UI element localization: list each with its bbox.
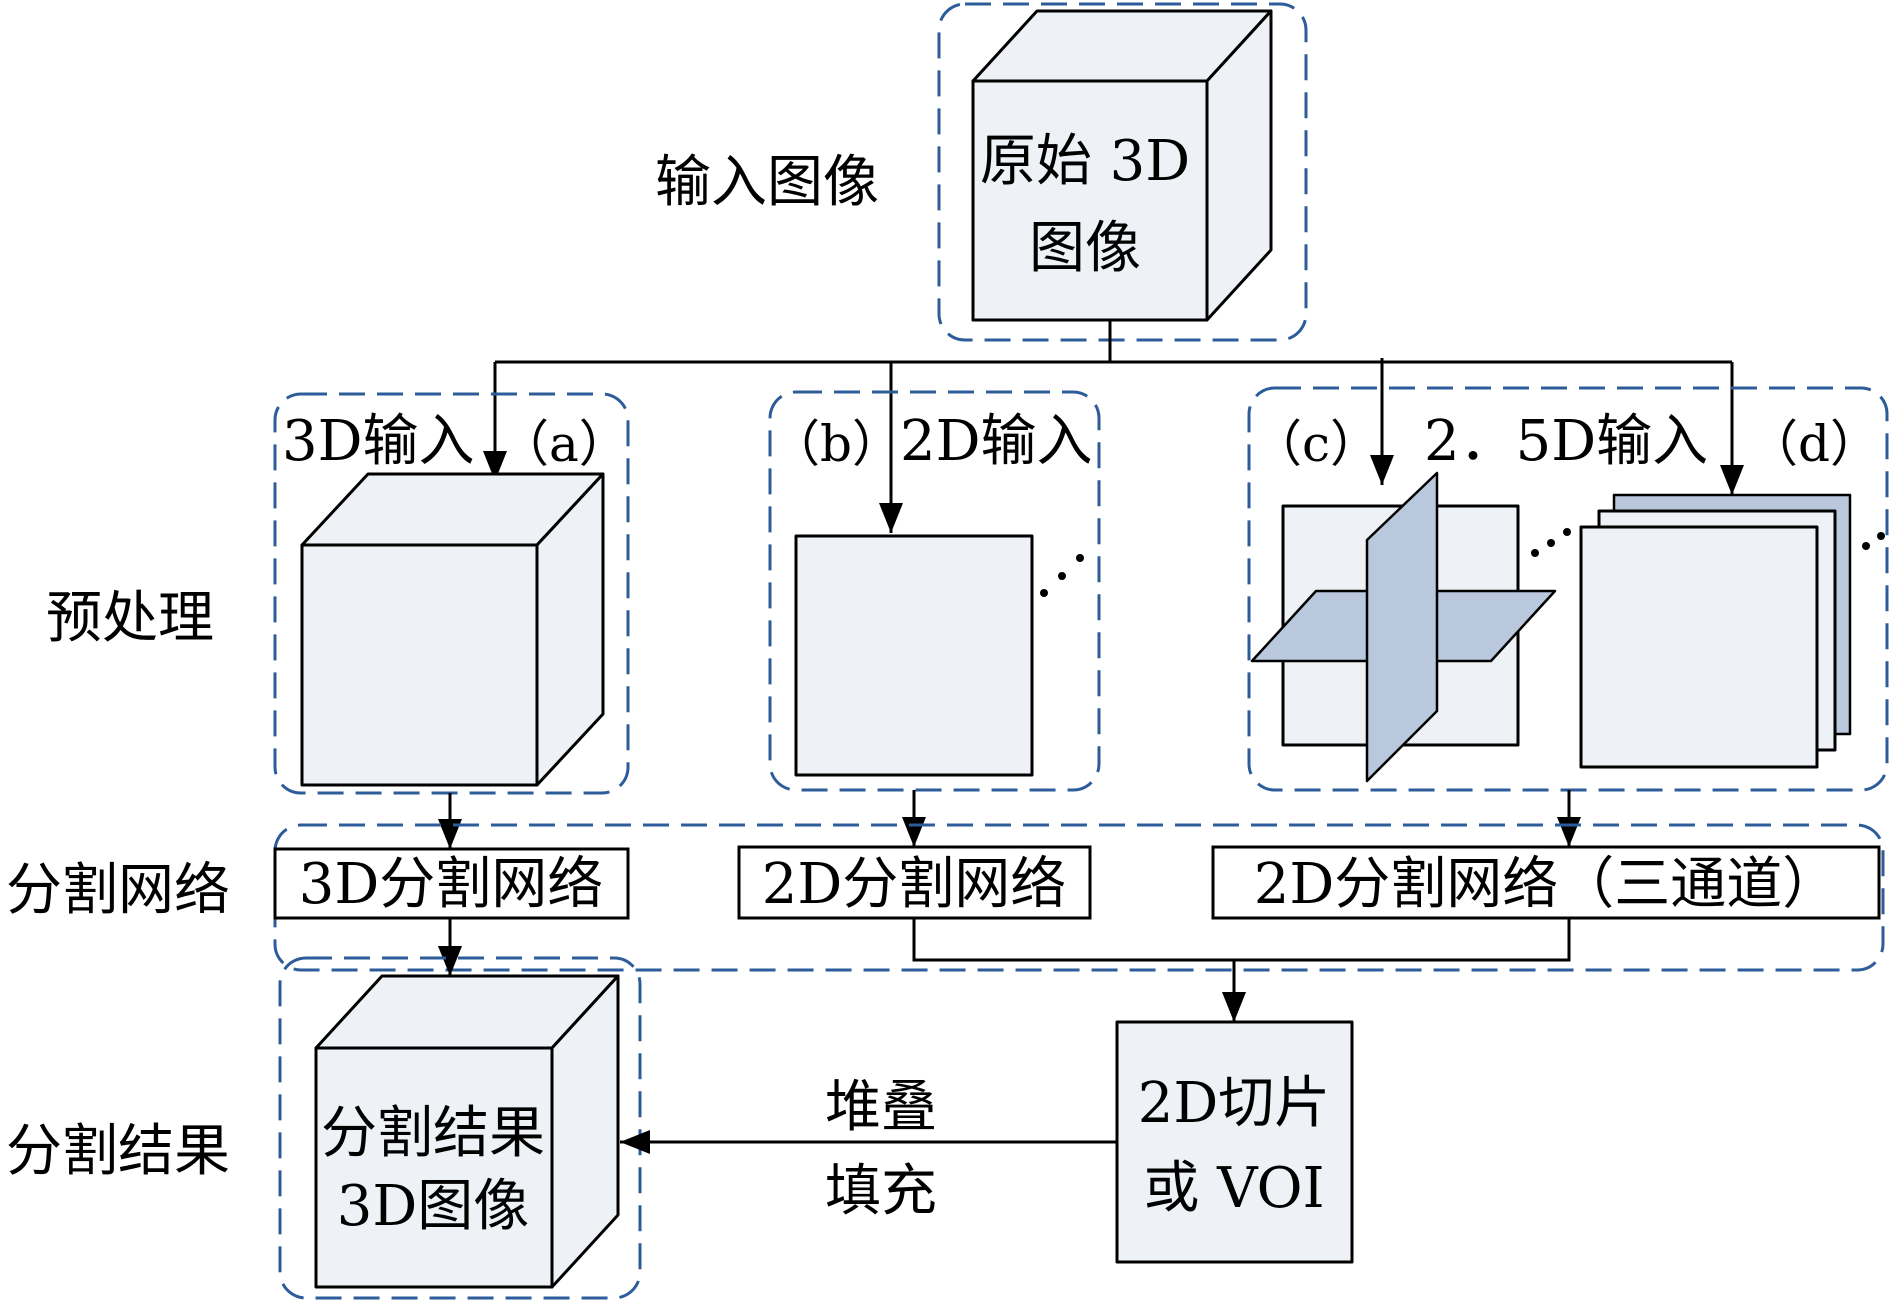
merge-connector: [912, 918, 1571, 962]
cube-front-face: [314, 1046, 554, 1289]
net-2d-3ch-box: [1211, 845, 1881, 920]
row-label-input: 输入图像: [655, 150, 879, 215]
branch-a-label: 3D输入: [282, 409, 475, 474]
original-cube-label-line1: 原始 3D: [980, 129, 1190, 194]
ellipsis-dot: [1877, 532, 1885, 540]
net-2d-label: 2D分割网络: [762, 852, 1067, 917]
result-group-border: [278, 956, 642, 1300]
stack-label: 堆叠: [825, 1075, 937, 1140]
ellipsis-dot: [1040, 589, 1048, 597]
input-3d-cube: [300, 472, 605, 787]
ellipsis-dot: [1563, 528, 1571, 536]
fill-label: 填充: [825, 1159, 937, 1224]
ellipsis-dot: [1531, 549, 1539, 557]
vertical-plane: [1365, 471, 1439, 783]
input-2d-slice: [794, 534, 1034, 777]
branch-a-tag: （a）: [499, 415, 629, 473]
original-cube-label-line2: 图像: [1029, 216, 1141, 281]
row-label-preprocess: 预处理: [46, 586, 214, 651]
slices-voi-box: [1115, 1020, 1354, 1264]
ellipsis-dot: [1076, 554, 1084, 562]
slices-voi-label-line2: 或 VOI: [1143, 1156, 1324, 1221]
segnet-group-border: [273, 823, 1885, 972]
result-3d-cube: 分割结果 3D图像: [314, 974, 620, 1289]
slices-voi-label-line1: 2D切片: [1138, 1071, 1331, 1136]
stacked-slice-front: [1579, 525, 1819, 769]
result-cube-label-line2: 3D图像: [337, 1174, 530, 1239]
ellipsis-dot: [1862, 542, 1870, 550]
ellipsis-dot: [1058, 572, 1066, 580]
branch-cd-label: 2．5D输入: [1424, 409, 1708, 474]
net-2d-3ch-label: 2D分割网络（三通道）: [1254, 852, 1839, 917]
input-group-border: [937, 2, 1308, 342]
stacked-slices: [1579, 493, 1852, 769]
branch-b-border: [768, 390, 1101, 792]
branch-c-tag: （c）: [1252, 415, 1380, 473]
orthogonal-planes: [1250, 471, 1557, 783]
row-label-segnet: 分割网络: [6, 858, 230, 923]
cube-front-face: [971, 79, 1209, 322]
cube-front-face: [300, 543, 539, 787]
net-2d-box: [737, 845, 1092, 920]
net-3d-label: 3D分割网络: [299, 852, 604, 917]
original-3d-cube: 原始 3D 图像: [971, 9, 1273, 322]
branch-d-tag: （d）: [1748, 415, 1880, 473]
branch-b-tag: （b）: [770, 415, 902, 473]
row-label-result: 分割结果: [6, 1119, 230, 1184]
branch-b-label: 2D输入: [900, 409, 1093, 474]
ellipsis-dot: [1547, 539, 1555, 547]
result-cube-label-line1: 分割结果: [321, 1101, 545, 1166]
